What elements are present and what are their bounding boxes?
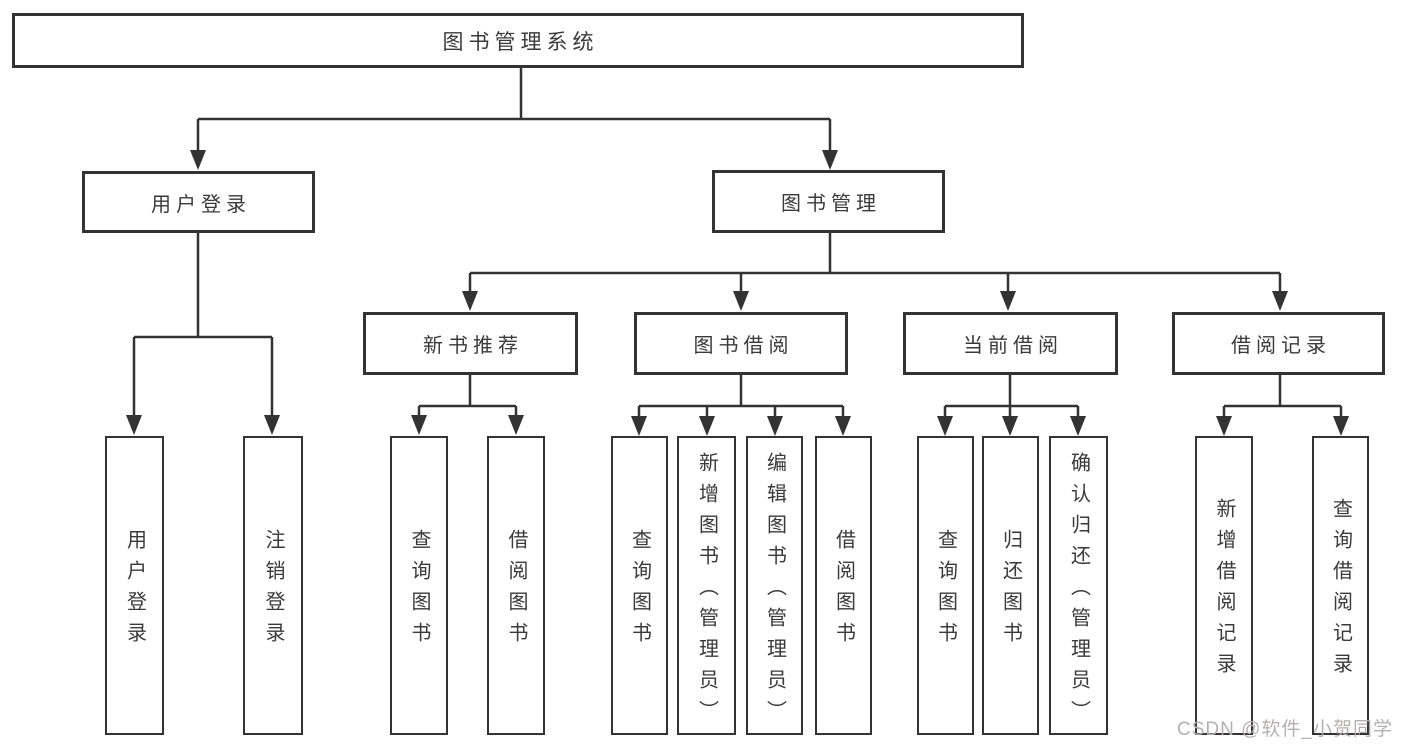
leaf-query-borrow-record: 查询借阅记录	[1312, 436, 1369, 735]
leaf-add-borrow-record: 新增借阅记录	[1195, 436, 1253, 735]
node-root-system: 图书管理系统	[12, 13, 1024, 68]
leaf-return-books: 归还图书	[982, 436, 1039, 735]
leaf-add-books-admin: 新增图书（管理员）	[677, 436, 736, 735]
leaf-logout: 注销登录	[243, 436, 303, 735]
arrowheads	[126, 150, 1349, 436]
leaf-confirm-return-admin: 确认归还（管理员）	[1049, 436, 1108, 735]
leaf-borrow-books-recommend: 借阅图书	[487, 436, 545, 735]
node-current-borrow: 当前借阅	[903, 312, 1118, 375]
leaf-user-login: 用户登录	[105, 436, 164, 735]
node-book-borrow: 图书借阅	[634, 312, 848, 375]
node-new-book-recommend: 新书推荐	[363, 312, 578, 375]
csdn-watermark: CSDN @软件_小贺同学	[1177, 719, 1393, 740]
node-book-management-branch: 图书管理	[712, 170, 945, 233]
leaf-query-books-borrow: 查询图书	[611, 436, 668, 735]
leaf-borrow-books: 借阅图书	[815, 436, 872, 735]
leaf-edit-books-admin: 编辑图书（管理员）	[746, 436, 803, 735]
node-user-login-branch: 用户登录	[82, 171, 315, 233]
leaf-query-books-current: 查询图书	[917, 436, 974, 735]
connector-stems	[132, 66, 1343, 430]
node-borrow-records: 借阅记录	[1172, 312, 1385, 375]
leaf-query-books-recommend: 查询图书	[390, 436, 448, 735]
